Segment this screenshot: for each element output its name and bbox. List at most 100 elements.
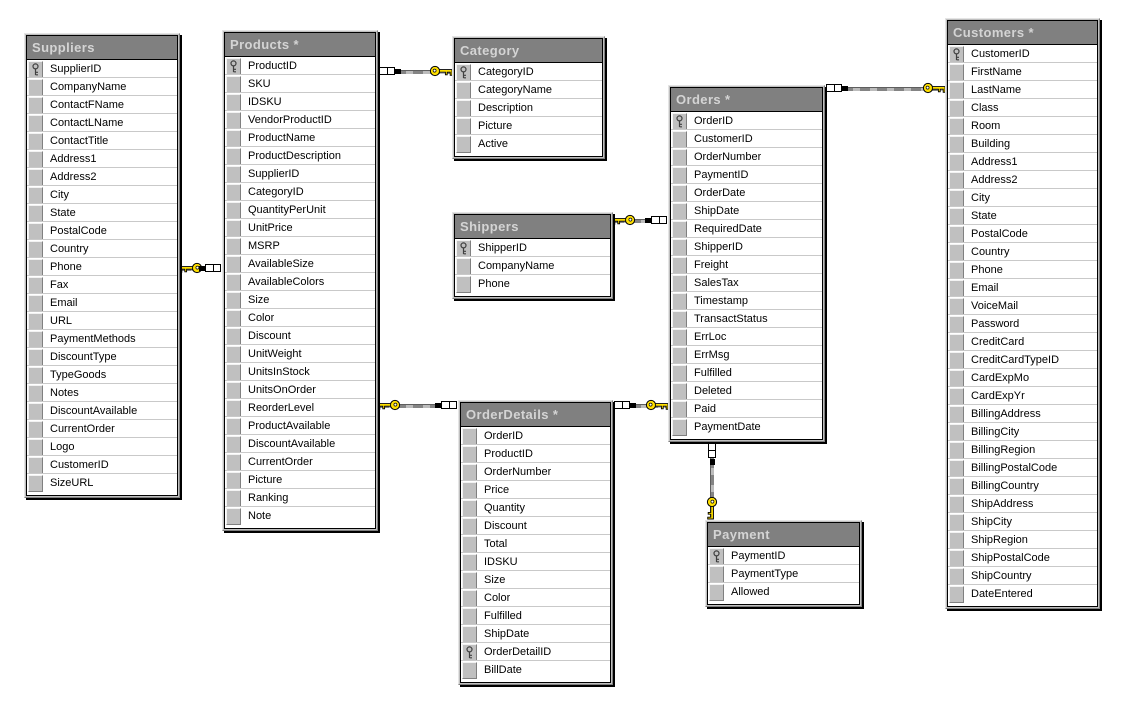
row-selector-cell[interactable] — [672, 202, 687, 220]
row-selector-cell[interactable] — [226, 435, 241, 453]
field-row-ranking[interactable]: Ranking — [225, 489, 375, 507]
row-selector-cell[interactable] — [949, 477, 964, 495]
field-row-voicemail[interactable]: VoiceMail — [948, 297, 1097, 315]
relationship-orders-orderdetails[interactable] — [613, 399, 669, 411]
row-selector-cell[interactable] — [462, 463, 477, 481]
row-selector-cell[interactable] — [226, 345, 241, 363]
row-selector-cell[interactable] — [672, 382, 687, 400]
row-selector-cell[interactable] — [672, 310, 687, 328]
row-selector-cell[interactable] — [462, 625, 477, 643]
row-selector-cell[interactable] — [28, 168, 43, 186]
row-selector-cell[interactable] — [226, 255, 241, 273]
row-selector-cell[interactable] — [226, 129, 241, 147]
row-selector-cell[interactable] — [949, 243, 964, 261]
field-row-billdate[interactable]: BillDate — [461, 661, 610, 679]
field-row-currentorder[interactable]: CurrentOrder — [27, 420, 177, 438]
row-selector-cell[interactable] — [28, 276, 43, 294]
row-selector-cell[interactable] — [949, 153, 964, 171]
primary-key-cell[interactable] — [456, 239, 471, 257]
field-row-shipdate[interactable]: ShipDate — [671, 202, 822, 220]
row-selector-cell[interactable] — [949, 315, 964, 333]
field-row-billingcountry[interactable]: BillingCountry — [948, 477, 1097, 495]
row-selector-cell[interactable] — [226, 489, 241, 507]
row-selector-cell[interactable] — [28, 384, 43, 402]
field-row-availablecolors[interactable]: AvailableColors — [225, 273, 375, 291]
field-row-billingregion[interactable]: BillingRegion — [948, 441, 1097, 459]
field-row-shipcountry[interactable]: ShipCountry — [948, 567, 1097, 585]
field-row-availablesize[interactable]: AvailableSize — [225, 255, 375, 273]
field-row-shippostalcode[interactable]: ShipPostalCode — [948, 549, 1097, 567]
row-selector-cell[interactable] — [28, 240, 43, 258]
field-row-ordernumber[interactable]: OrderNumber — [671, 148, 822, 166]
row-selector-cell[interactable] — [949, 135, 964, 153]
row-selector-cell[interactable] — [462, 571, 477, 589]
field-row-discountavailable[interactable]: DiscountAvailable — [27, 402, 177, 420]
field-row-discounttype[interactable]: DiscountType — [27, 348, 177, 366]
field-row-salestax[interactable]: SalesTax — [671, 274, 822, 292]
field-row-size[interactable]: Size — [225, 291, 375, 309]
row-selector-cell[interactable] — [949, 297, 964, 315]
field-row-orderdetailid[interactable]: OrderDetailID — [461, 643, 610, 661]
field-row-companyname[interactable]: CompanyName — [27, 78, 177, 96]
row-selector-cell[interactable] — [28, 258, 43, 276]
field-row-billingaddress[interactable]: BillingAddress — [948, 405, 1097, 423]
row-selector-cell[interactable] — [456, 117, 471, 135]
row-selector-cell[interactable] — [672, 292, 687, 310]
row-selector-cell[interactable] — [456, 135, 471, 153]
field-row-city[interactable]: City — [27, 186, 177, 204]
field-row-unitsonorder[interactable]: UnitsOnOrder — [225, 381, 375, 399]
field-row-categoryname[interactable]: CategoryName — [455, 81, 602, 99]
row-selector-cell[interactable] — [949, 405, 964, 423]
field-row-paid[interactable]: Paid — [671, 400, 822, 418]
relationship-products-orderdetails[interactable] — [377, 399, 458, 411]
field-row-country[interactable]: Country — [27, 240, 177, 258]
row-selector-cell[interactable] — [226, 363, 241, 381]
row-selector-cell[interactable] — [226, 381, 241, 399]
row-selector-cell[interactable] — [949, 117, 964, 135]
row-selector-cell[interactable] — [949, 513, 964, 531]
field-row-fulfilled[interactable]: Fulfilled — [461, 607, 610, 625]
row-selector-cell[interactable] — [226, 165, 241, 183]
field-row-address1[interactable]: Address1 — [27, 150, 177, 168]
field-row-country[interactable]: Country — [948, 243, 1097, 261]
field-row-allowed[interactable]: Allowed — [708, 583, 859, 601]
row-selector-cell[interactable] — [709, 583, 724, 601]
row-selector-cell[interactable] — [28, 474, 43, 492]
field-row-customerid[interactable]: CustomerID — [948, 45, 1097, 63]
field-row-fax[interactable]: Fax — [27, 276, 177, 294]
row-selector-cell[interactable] — [28, 330, 43, 348]
primary-key-cell[interactable] — [672, 112, 687, 130]
row-selector-cell[interactable] — [28, 78, 43, 96]
field-row-paymentid[interactable]: PaymentID — [671, 166, 822, 184]
row-selector-cell[interactable] — [949, 459, 964, 477]
field-row-shipdate[interactable]: ShipDate — [461, 625, 610, 643]
row-selector-cell[interactable] — [949, 207, 964, 225]
relationship-shippers-orders[interactable] — [612, 214, 668, 226]
field-row-address2[interactable]: Address2 — [948, 171, 1097, 189]
field-row-picture[interactable]: Picture — [455, 117, 602, 135]
field-row-phone[interactable]: Phone — [948, 261, 1097, 279]
field-row-productdescription[interactable]: ProductDescription — [225, 147, 375, 165]
row-selector-cell[interactable] — [462, 517, 477, 535]
row-selector-cell[interactable] — [28, 420, 43, 438]
field-row-password[interactable]: Password — [948, 315, 1097, 333]
field-row-unitprice[interactable]: UnitPrice — [225, 219, 375, 237]
row-selector-cell[interactable] — [226, 309, 241, 327]
field-row-class[interactable]: Class — [948, 99, 1097, 117]
field-row-companyname[interactable]: CompanyName — [455, 257, 610, 275]
field-row-paymentdate[interactable]: PaymentDate — [671, 418, 822, 436]
field-row-shipcity[interactable]: ShipCity — [948, 513, 1097, 531]
row-selector-cell[interactable] — [949, 63, 964, 81]
row-selector-cell[interactable] — [226, 183, 241, 201]
row-selector-cell[interactable] — [949, 369, 964, 387]
field-row-phone[interactable]: Phone — [27, 258, 177, 276]
row-selector-cell[interactable] — [949, 99, 964, 117]
table-titlebar-orders[interactable]: Orders * — [671, 88, 822, 112]
field-row-currentorder[interactable]: CurrentOrder — [225, 453, 375, 471]
row-selector-cell[interactable] — [709, 565, 724, 583]
field-row-cardexpmo[interactable]: CardExpMo — [948, 369, 1097, 387]
field-row-price[interactable]: Price — [461, 481, 610, 499]
